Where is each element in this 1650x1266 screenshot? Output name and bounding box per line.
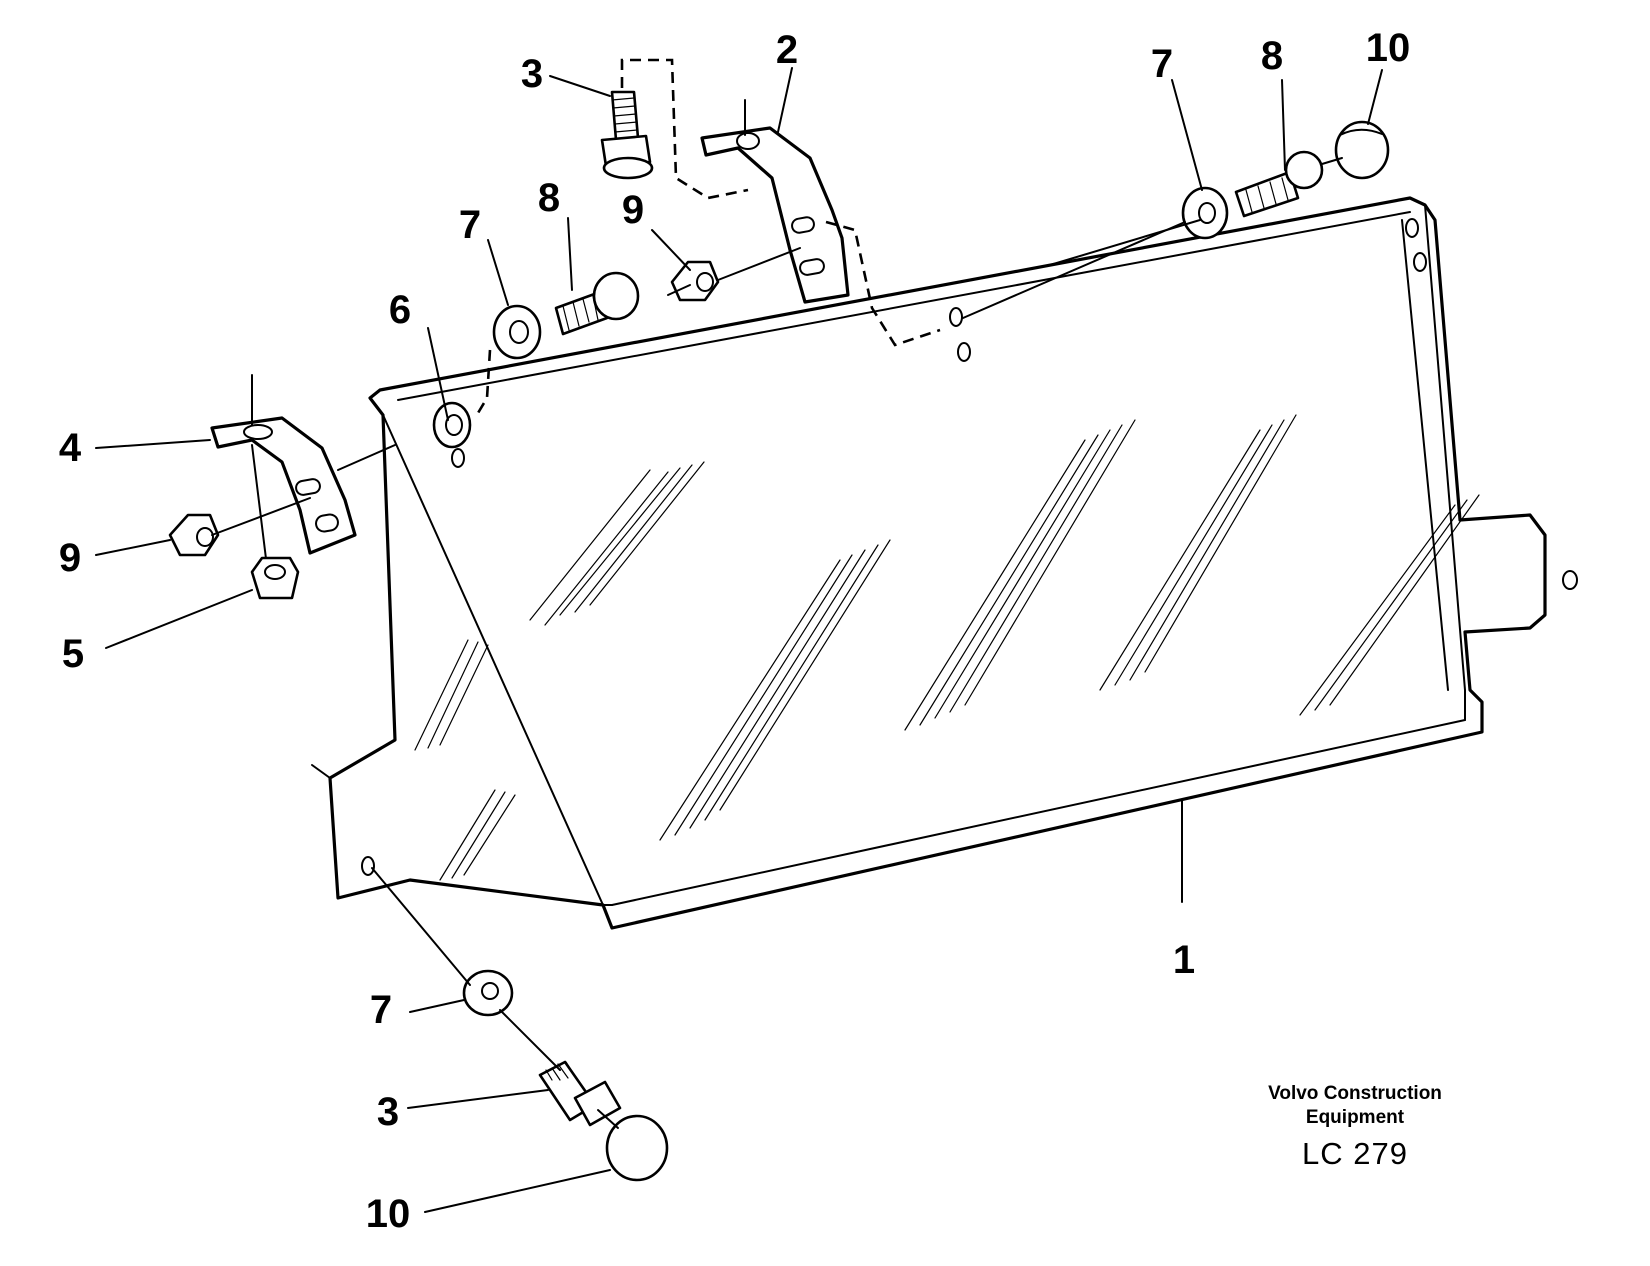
washer-part-7-bottom xyxy=(462,969,514,1017)
bolt-part-3-top xyxy=(600,90,654,180)
callout-4: 4 xyxy=(58,426,82,470)
callout-5: 5 xyxy=(61,632,85,676)
callout-8-left: 8 xyxy=(537,176,561,220)
assembly-axis-lines xyxy=(211,157,1343,1129)
caption-company-line1: Volvo Construction xyxy=(1268,1083,1442,1104)
caption-block: Volvo Construction Equipment LC 279 xyxy=(1268,1082,1442,1172)
glass-panel-part-1 xyxy=(311,196,1578,930)
callout-8-right: 8 xyxy=(1260,34,1284,78)
assembly-dashed-path-top xyxy=(620,58,749,200)
callout-7-bottom: 7 xyxy=(369,988,393,1032)
caption-company-line2: Equipment xyxy=(1305,1107,1405,1128)
screw-part-8-right xyxy=(1234,150,1324,218)
assembly-dashed-path-left xyxy=(473,349,492,419)
callout-2: 2 xyxy=(775,28,799,72)
cap-part-10-top xyxy=(1334,120,1390,180)
washer-part-7-left xyxy=(492,304,542,360)
washer-part-7-right xyxy=(1181,186,1229,240)
callout-6: 6 xyxy=(388,288,412,332)
screw-part-8-left xyxy=(554,271,640,336)
callout-10-top: 10 xyxy=(1365,26,1411,70)
washer-part-6 xyxy=(432,401,472,449)
callout-3-top: 3 xyxy=(520,52,544,96)
bracket-part-2 xyxy=(700,99,850,304)
callout-1: 1 xyxy=(1172,938,1196,982)
bracket-part-4 xyxy=(210,374,357,576)
callout-9-left: 9 xyxy=(58,536,82,580)
bolt-part-3-bottom xyxy=(538,1060,622,1127)
nut-part-9-left xyxy=(168,513,220,557)
leader-lines xyxy=(95,67,1383,1213)
callout-9-mid: 9 xyxy=(621,188,645,232)
assembly-dashed-path-right xyxy=(825,220,941,347)
cap-part-10-bottom xyxy=(605,1114,669,1182)
callout-3-bottom: 3 xyxy=(376,1090,400,1134)
callout-7-left: 7 xyxy=(458,203,482,247)
callout-7-right: 7 xyxy=(1150,42,1174,86)
caption-drawing-code: LC 279 xyxy=(1302,1136,1408,1171)
callout-10-bottom: 10 xyxy=(365,1192,411,1236)
nut-part-9-mid xyxy=(670,260,720,302)
nut-part-5 xyxy=(250,556,300,600)
